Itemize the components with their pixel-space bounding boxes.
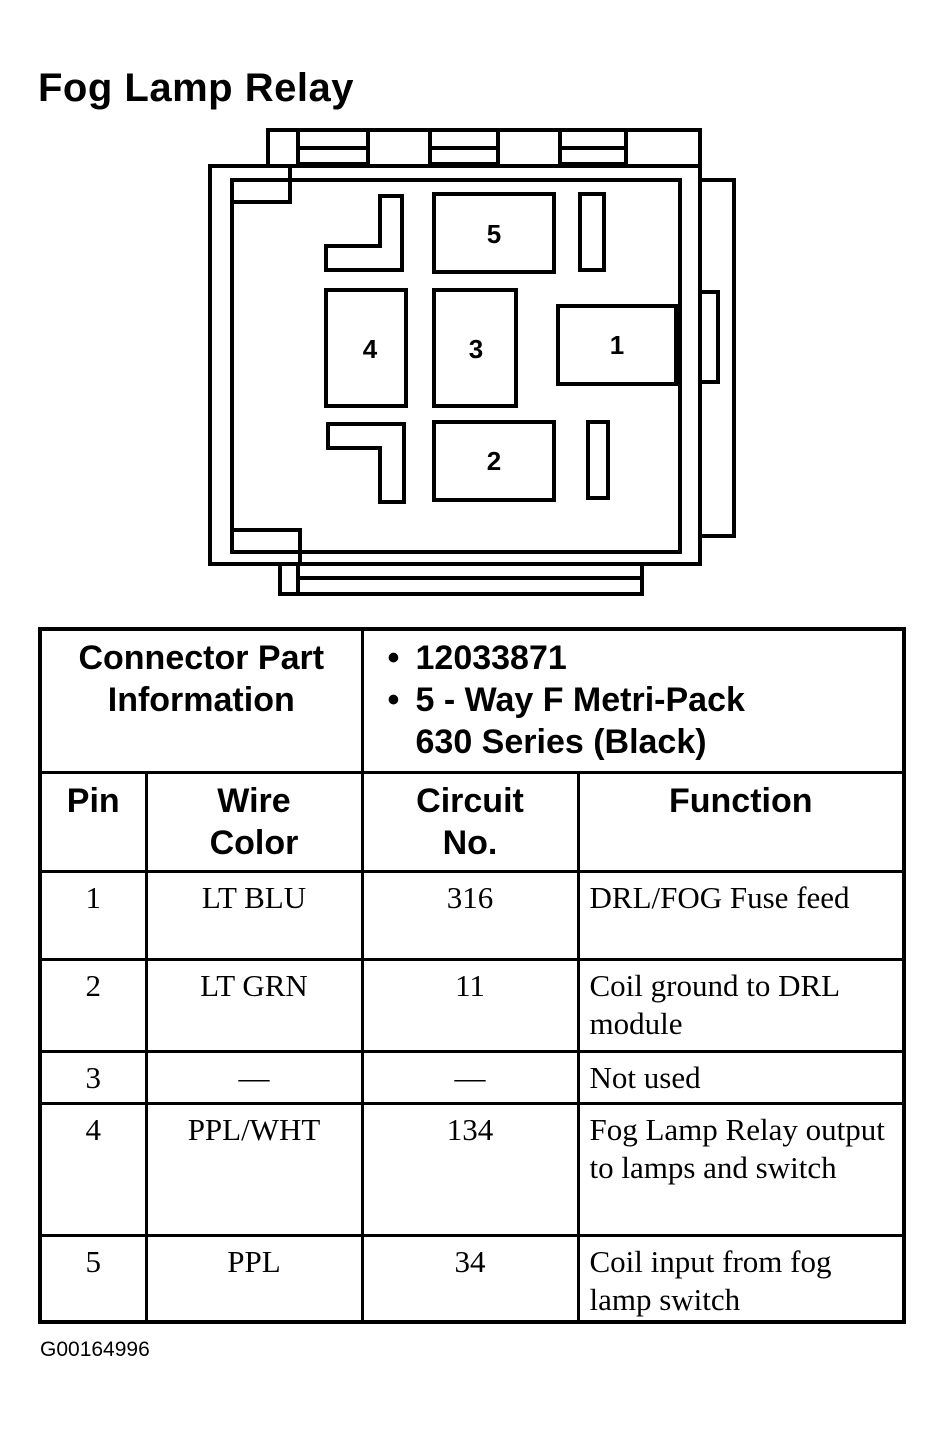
slot-bottom-right <box>586 420 610 500</box>
key-top-left <box>324 194 404 272</box>
table-row: 3 — — Not used <box>38 1050 906 1105</box>
pin-cell: 4 <box>38 1102 148 1237</box>
pin-cavity-2 <box>432 420 556 502</box>
function-cell: Coil input from fog lamp switch <box>576 1234 906 1323</box>
table-row: 4 PPL/WHT 134 Fog Lamp Relay output to l… <box>38 1102 906 1237</box>
wire-color-cell: LT BLU <box>144 870 364 961</box>
pin-cell: 1 <box>38 870 148 961</box>
pin-label-5: 5 <box>487 219 501 249</box>
pin-cavity-3 <box>432 288 518 408</box>
wire-color-cell: LT GRN <box>144 958 364 1053</box>
pin-cell: 3 <box>38 1050 148 1105</box>
bullet-icon: • <box>387 639 400 677</box>
function-cell: Not used <box>576 1050 906 1105</box>
connector-part-number: 12033871 <box>415 639 567 677</box>
wire-color-cell: PPL/WHT <box>144 1102 364 1237</box>
figure-code: G00164996 <box>40 1338 150 1361</box>
connector-pinout-table: Connector Part Information • 12033871 • 5 … <box>38 627 906 1324</box>
function-cell: DRL/FOG Fuse feed <box>576 870 906 961</box>
connector-info-row: Connector Part Information • 12033871 • 5 … <box>38 627 906 774</box>
connector-info-value: • 12033871 • 5 - Way F Metri-Pack 630 Seri… <box>360 627 906 774</box>
connector-housing-outer <box>208 164 702 566</box>
wire-color-cell: PPL <box>144 1234 364 1323</box>
page-title: Fog Lamp Relay <box>38 66 354 110</box>
circuit-cell: 134 <box>360 1102 580 1237</box>
function-cell: Coil ground to DRL module <box>576 958 906 1053</box>
table-row: 1 LT BLU 316 DRL/FOG Fuse feed <box>38 870 906 961</box>
pin-cavity-5 <box>432 192 556 274</box>
pin-cavity-1 <box>556 304 678 386</box>
table-row: 5 PPL 34 Coil input from fog lamp switch <box>38 1234 906 1323</box>
pin-label-4: 4 <box>363 334 378 364</box>
circuit-cell: 34 <box>360 1234 580 1323</box>
function-cell: Fog Lamp Relay output to lamps and switc… <box>576 1102 906 1237</box>
pin-label-3: 3 <box>469 334 483 364</box>
connector-housing-inner <box>230 178 682 554</box>
pin-cavity-4 <box>324 288 408 408</box>
wire-color-cell: — <box>144 1050 364 1105</box>
pin-cell: 2 <box>38 958 148 1053</box>
circuit-cell: — <box>360 1050 580 1105</box>
pin-label-2: 2 <box>487 446 501 476</box>
circuit-cell: 316 <box>360 870 580 961</box>
connector-description-line1: 5 - Way F Metri-Pack <box>415 681 745 719</box>
connector-info-label: Connector Part Information <box>38 627 364 774</box>
circuit-cell: 11 <box>360 958 580 1053</box>
column-header-pin: Pin <box>38 771 148 873</box>
connector-face-diagram: 5 4 3 1 2 <box>208 128 736 596</box>
bullet-icon: • <box>387 681 400 719</box>
table-row: 2 LT GRN 11 Coil ground to DRL module <box>38 958 906 1053</box>
key-bottom-left <box>326 422 406 504</box>
pin-label-1: 1 <box>610 330 624 360</box>
slot-top-right <box>578 192 606 272</box>
pin-cell: 5 <box>38 1234 148 1323</box>
connector-description-line2: 630 Series (Black) <box>415 723 707 761</box>
column-header-function: Function <box>576 771 906 873</box>
